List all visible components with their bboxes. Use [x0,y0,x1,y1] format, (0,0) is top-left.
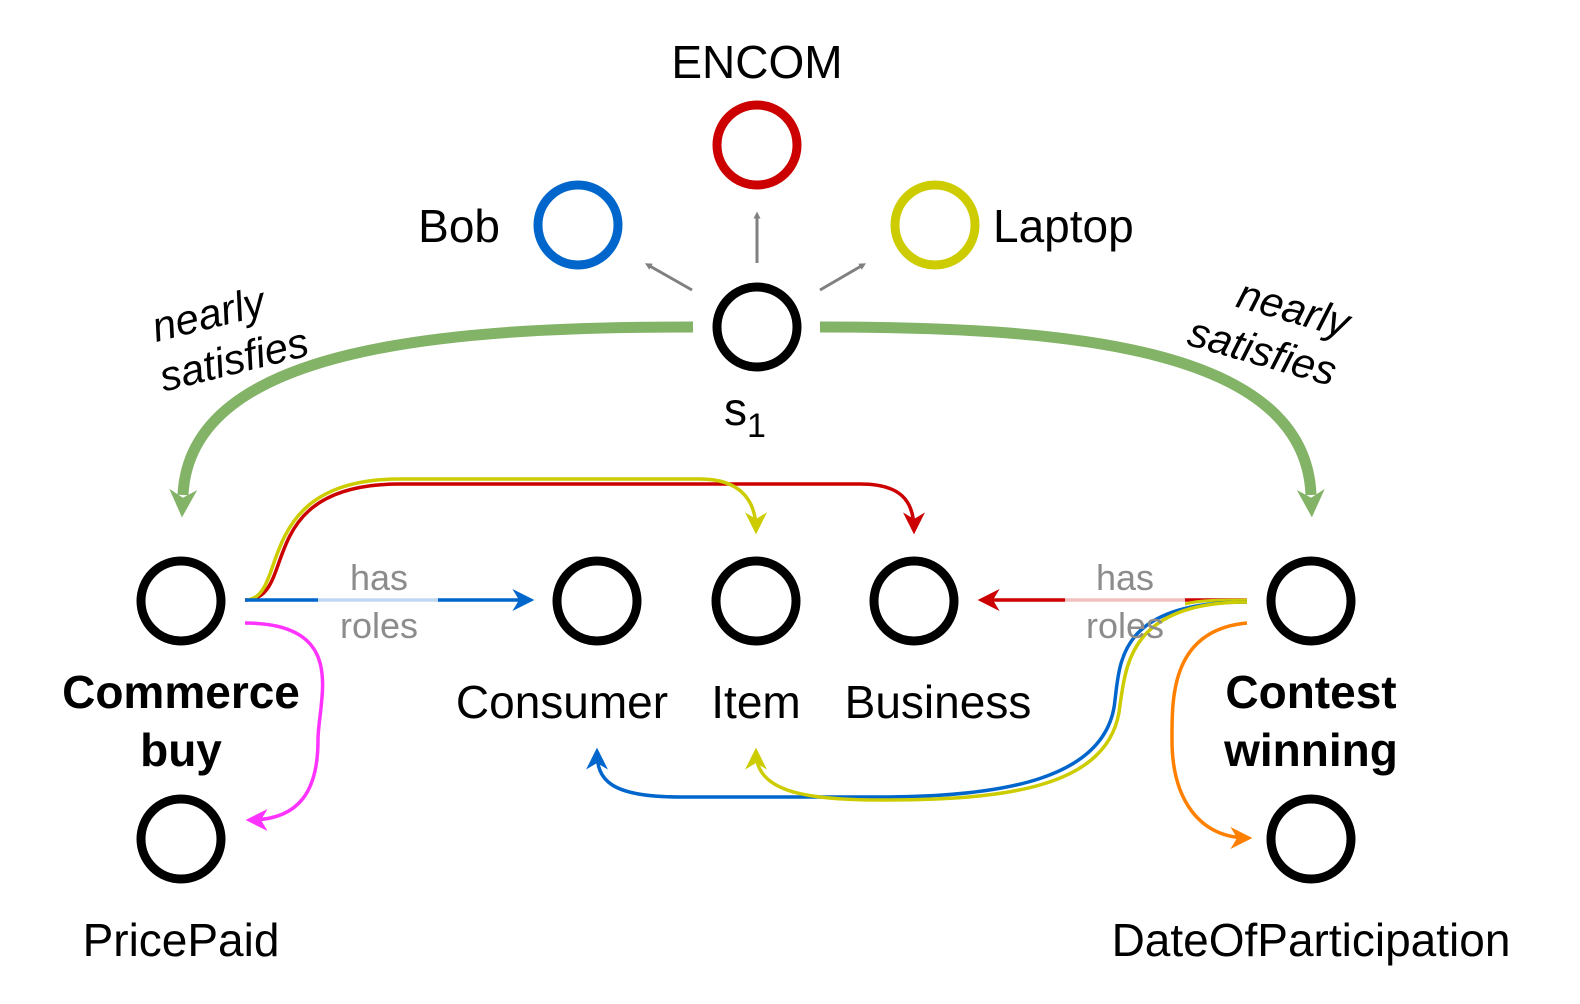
contest-winning-node[interactable] [1266,556,1356,646]
bob-node[interactable] [533,180,623,270]
has-roles-left-line1: has [350,557,408,598]
business-node[interactable] [869,556,959,646]
commerce-to-item-arrow [244,477,767,602]
dateofparticipation-label: DateOfParticipation [1112,914,1511,966]
nearly-satisfies-left-label: nearly satisfies [147,277,313,401]
commerce-buy-label-line2: buy [140,724,222,776]
s1-label: s1 [724,383,766,445]
commerce-buy-label-line1: Commerce [62,666,300,718]
item-node[interactable] [711,556,801,646]
pricepaid-label: PricePaid [83,914,280,966]
s1-label-main: s [724,383,747,435]
s1-entity-arrows [644,211,867,292]
contest-to-dateofparticipation-arrow [1170,621,1253,849]
nearly-satisfies-left-arrow [169,321,694,518]
commerce-to-pricepaid-arrow [244,621,325,831]
item-label: Item [711,676,800,728]
commerce-to-business-arrow [244,482,925,602]
s1-label-subscript: 1 [747,407,766,445]
contest-to-consumer-arrow [586,600,1248,799]
consumer-label: Consumer [456,676,668,728]
has-roles-right-line2: roles [1086,605,1164,646]
has-roles-right-line1: has [1096,557,1154,598]
consumer-node[interactable] [552,556,642,646]
contest-winning-label-line2: winning [1223,724,1398,776]
s1-node[interactable] [712,282,802,372]
s1-to-bob-arrow [644,263,693,292]
laptop-label: Laptop [993,200,1134,252]
has-roles-left-line2: roles [340,605,418,646]
s1-to-laptop-arrow [819,263,867,292]
business-label: Business [845,676,1032,728]
commerce-buy-node[interactable] [136,556,226,646]
contest-winning-label-line1: Contest [1225,666,1396,718]
nearly-satisfies-right-arrow [819,321,1325,518]
dateofparticipation-node[interactable] [1266,794,1356,884]
pricepaid-node[interactable] [136,794,226,884]
encom-label: ENCOM [671,36,842,88]
encom-node[interactable] [712,100,802,190]
bob-label: Bob [418,200,500,252]
laptop-node[interactable] [890,180,980,270]
contest-to-item-arrow [745,600,1248,802]
